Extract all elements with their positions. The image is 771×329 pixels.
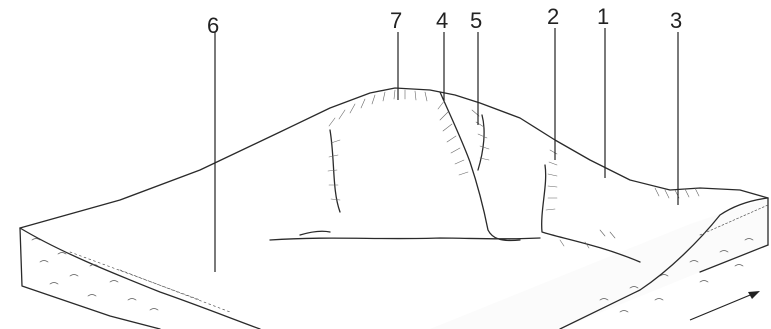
valley-lines bbox=[270, 92, 640, 262]
label-4: 4 bbox=[436, 8, 448, 33]
label-1: 1 bbox=[597, 4, 609, 29]
label-6: 6 bbox=[207, 13, 219, 38]
label-7: 7 bbox=[390, 8, 402, 33]
block-left-face bbox=[20, 228, 160, 329]
block-right-face bbox=[240, 198, 768, 329]
slope-hachures bbox=[328, 90, 699, 248]
terrain-outline bbox=[20, 88, 768, 228]
leader-lines bbox=[215, 28, 678, 272]
label-3: 3 bbox=[670, 8, 682, 33]
direction-arrow bbox=[690, 291, 760, 320]
label-2: 2 bbox=[547, 4, 559, 29]
label-5: 5 bbox=[470, 8, 482, 33]
